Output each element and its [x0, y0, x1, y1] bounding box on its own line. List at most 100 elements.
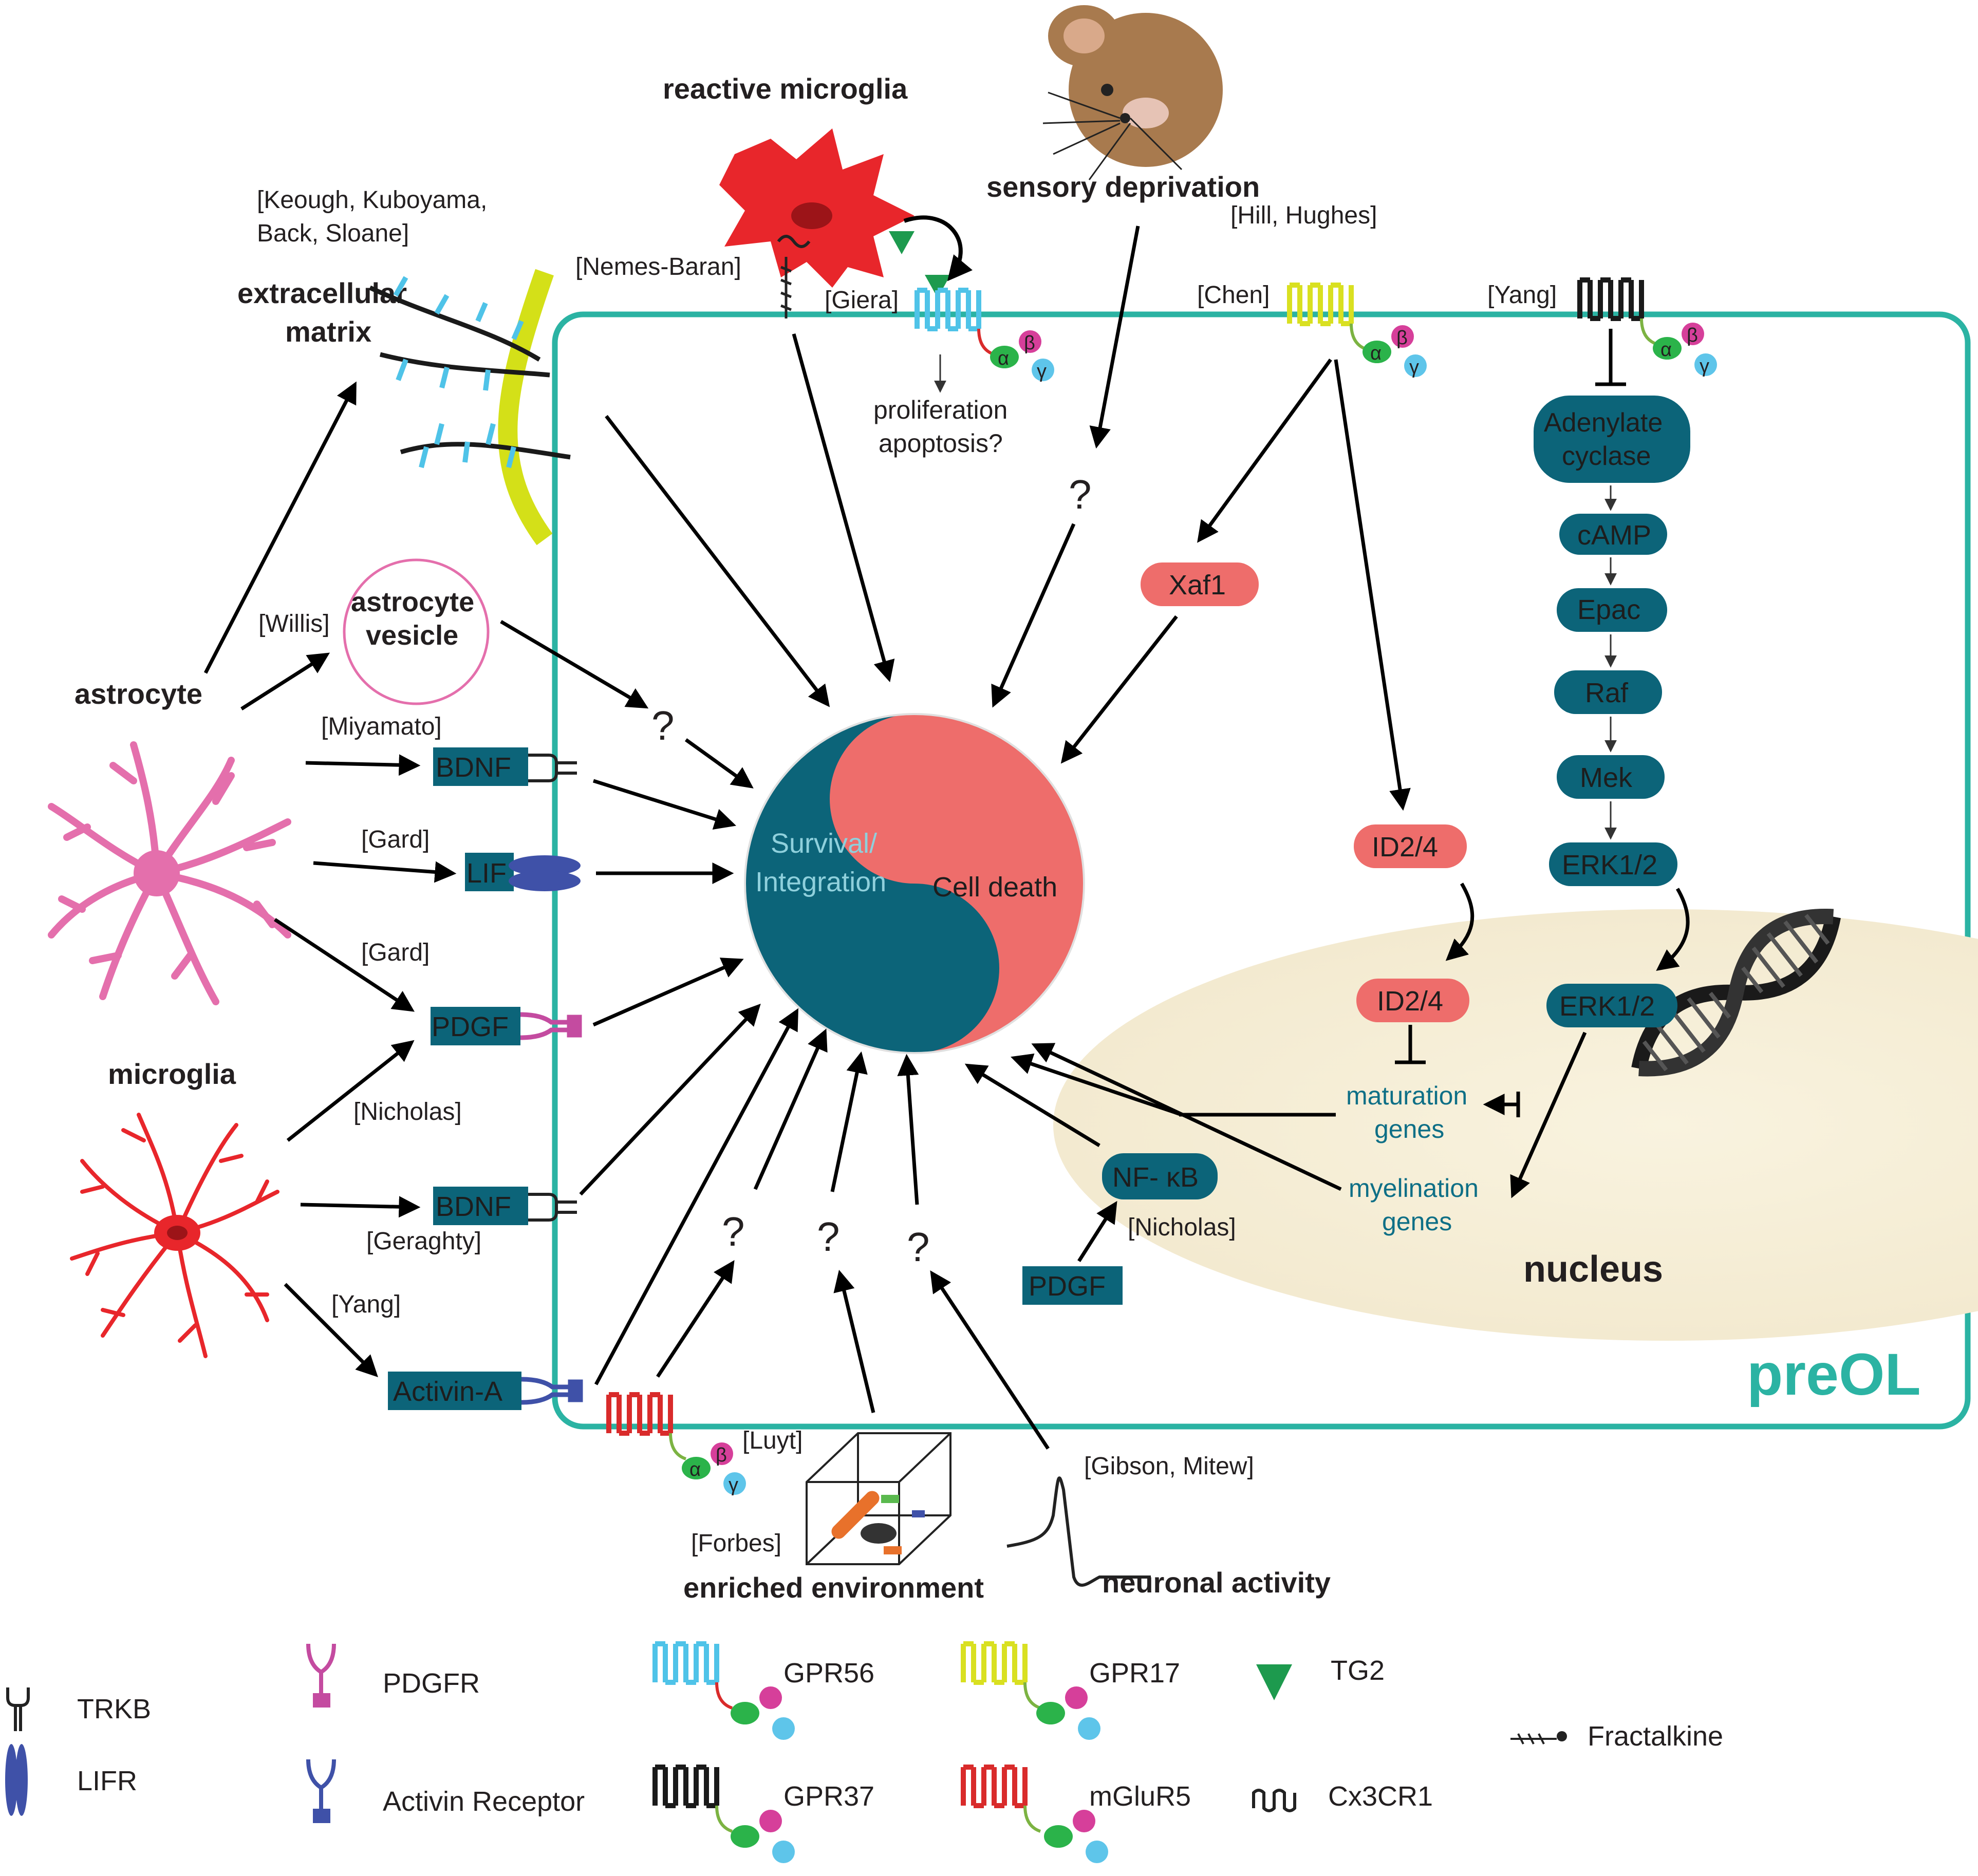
arrow-bdnf-circle: [592, 779, 737, 830]
myelination-genes-label-2: genes: [1382, 1207, 1452, 1236]
mek-box: [1557, 755, 1665, 799]
cage-block-blue-icon: [912, 1510, 925, 1517]
nucleus-label: nucleus: [1523, 1249, 1663, 1290]
gamma-gpr17: γ: [1409, 357, 1419, 378]
erk-cytoplasm-label: ERK1/2: [1562, 850, 1657, 880]
legend-gpr17-icon: [961, 1641, 1041, 1710]
survival-label-2: Integration: [755, 867, 886, 897]
id24-nucleus-box: [1356, 979, 1469, 1022]
g-protein-mglur5: [682, 1442, 746, 1495]
citation-keough-2: Back, Sloane]: [257, 220, 409, 247]
legend-lifr-label: LIFR: [77, 1766, 137, 1796]
arrow-microglia-pdgf: [286, 1040, 415, 1142]
lif-box: [465, 853, 514, 891]
arrow-pdgf-circle: [592, 958, 744, 1027]
legend-mglur5-alpha: [1044, 1825, 1073, 1848]
pdgfr-receptor-left: [520, 1012, 582, 1040]
legend-mglur5-gamma: [1086, 1841, 1108, 1863]
survival-label-1: Survival/: [771, 828, 877, 859]
camp-label: cAMP: [1577, 520, 1651, 551]
gamma-gpr56: γ: [1037, 361, 1047, 382]
legend-mglur5-icon: [961, 1765, 1041, 1833]
cage-mouse-icon: [861, 1523, 897, 1544]
citation-nicholas-left: [Nicholas]: [353, 1098, 462, 1125]
legend-mglur5-beta: [1073, 1810, 1095, 1832]
cage-tube-icon: [831, 1491, 880, 1539]
citation-geraghty: [Geraghty]: [366, 1228, 481, 1255]
citation-gard-1: [Gard]: [361, 826, 430, 853]
question-mark-bottom-2: ?: [817, 1214, 840, 1260]
arrow-sensory-question: [1089, 226, 1140, 449]
neuronal-activity-spike-icon: [1006, 1476, 1151, 1587]
cage-block-orange-icon: [884, 1546, 902, 1554]
citation-luyt: [Luyt]: [742, 1427, 803, 1454]
question-mark-bottom-3: ?: [907, 1224, 930, 1270]
adenylate-cyclase-box: [1534, 396, 1690, 483]
legend-gpr37-gamma: [772, 1841, 795, 1863]
nfkb-label: NF- κB: [1112, 1162, 1199, 1193]
legend-trkb-icon: [6, 1687, 30, 1731]
myelination-genes-label-1: myelination: [1349, 1174, 1479, 1203]
lifr-receptor: [509, 855, 581, 891]
astrocyte-vesicle-circle: [343, 558, 490, 705]
legend-gpr37-alpha: [731, 1825, 759, 1848]
legend-fractalkine-label: Fractalkine: [1588, 1721, 1723, 1752]
neuronal-activity-label: neuronal activity: [1102, 1566, 1331, 1599]
arrow-astrocyte-pdgf: [274, 918, 415, 1012]
legend-lifr-icon: [5, 1744, 28, 1816]
astrocyte-vesicle-label-2: vesicle: [366, 620, 458, 651]
citation-forbes: [Forbes]: [691, 1530, 781, 1557]
mglur5-receptor: [606, 1392, 687, 1460]
legend-activin-receptor-label: Activin Receptor: [383, 1786, 585, 1817]
cage-block-green-icon: [881, 1495, 899, 1503]
arrow-vesicle-question: [500, 620, 649, 709]
tg2-triangle-2: [925, 275, 950, 298]
citation-gard-2: [Gard]: [361, 939, 430, 966]
beta-mglur5: β: [716, 1444, 727, 1466]
reactive-microglia-label: reactive microglia: [663, 72, 908, 105]
legend-gpr17-label: GPR17: [1089, 1658, 1180, 1689]
astrocyte-label: astrocyte: [74, 678, 202, 710]
ecm-label-2: matrix: [285, 315, 371, 348]
citation-miyamato: [Miyamato]: [321, 713, 442, 740]
legend-pdgfr-label: PDGFR: [383, 1668, 480, 1699]
trkb-receptor-top: [528, 754, 577, 782]
astrocyte-vesicle-label-1: astrocyte: [351, 587, 474, 617]
gpr17-receptor: [1287, 283, 1368, 351]
legend-tg2-label: TG2: [1331, 1655, 1385, 1686]
question-mark-bottom-1: ?: [722, 1209, 745, 1254]
question-mark-vesicle: ?: [651, 703, 675, 748]
citation-nemes-baran: [Nemes-Baran]: [575, 253, 741, 280]
epac-label: Epac: [1577, 594, 1640, 625]
legend-pdgfr-icon: [306, 1643, 336, 1708]
arrow-nfkb-circle: [964, 1063, 1100, 1147]
xaf1-box: [1141, 562, 1259, 606]
citation-keough-1: [Keough, Kuboyama,: [257, 186, 487, 214]
arrow-xaf1-circle: [1060, 615, 1178, 764]
bdnf-bottom-label: BDNF: [436, 1191, 511, 1222]
arrow-activity-question: [930, 1270, 1050, 1450]
legend-gpr56-alpha: [731, 1702, 759, 1724]
arrow-question3-circle: [897, 1054, 919, 1205]
tg2-curved-arrow: [903, 215, 973, 282]
pdgf-left-box: [431, 1007, 520, 1045]
arrow-gpr17-id24: [1334, 359, 1411, 811]
maturation-genes-label-2: genes: [1374, 1115, 1444, 1143]
raf-label: Raf: [1585, 678, 1629, 708]
raf-box: [1554, 670, 1662, 714]
legend-cx3cr1-label: Cx3CR1: [1328, 1781, 1433, 1812]
arrow-erk-myelination: [1510, 1031, 1587, 1198]
legend-gpr37-label: GPR37: [783, 1781, 874, 1812]
cell-death-label: Cell death: [932, 872, 1057, 903]
citation-chen: [Chen]: [1197, 282, 1270, 309]
arrow-microglia-circle: [792, 333, 895, 683]
gamma-mglur5: γ: [729, 1474, 738, 1496]
legend-trkb-label: TRKB: [77, 1694, 151, 1724]
activin-label: Activin-A: [393, 1376, 502, 1407]
reactive-microglia-cell: [719, 128, 915, 288]
arrow-astrocyte-ecm: [203, 381, 357, 674]
legend-activin-receptor-icon: [306, 1759, 336, 1823]
arrow-question1-circle: [753, 1028, 828, 1190]
gpr37-receptor: [1577, 277, 1658, 346]
legend-gpr56-beta: [759, 1686, 782, 1709]
